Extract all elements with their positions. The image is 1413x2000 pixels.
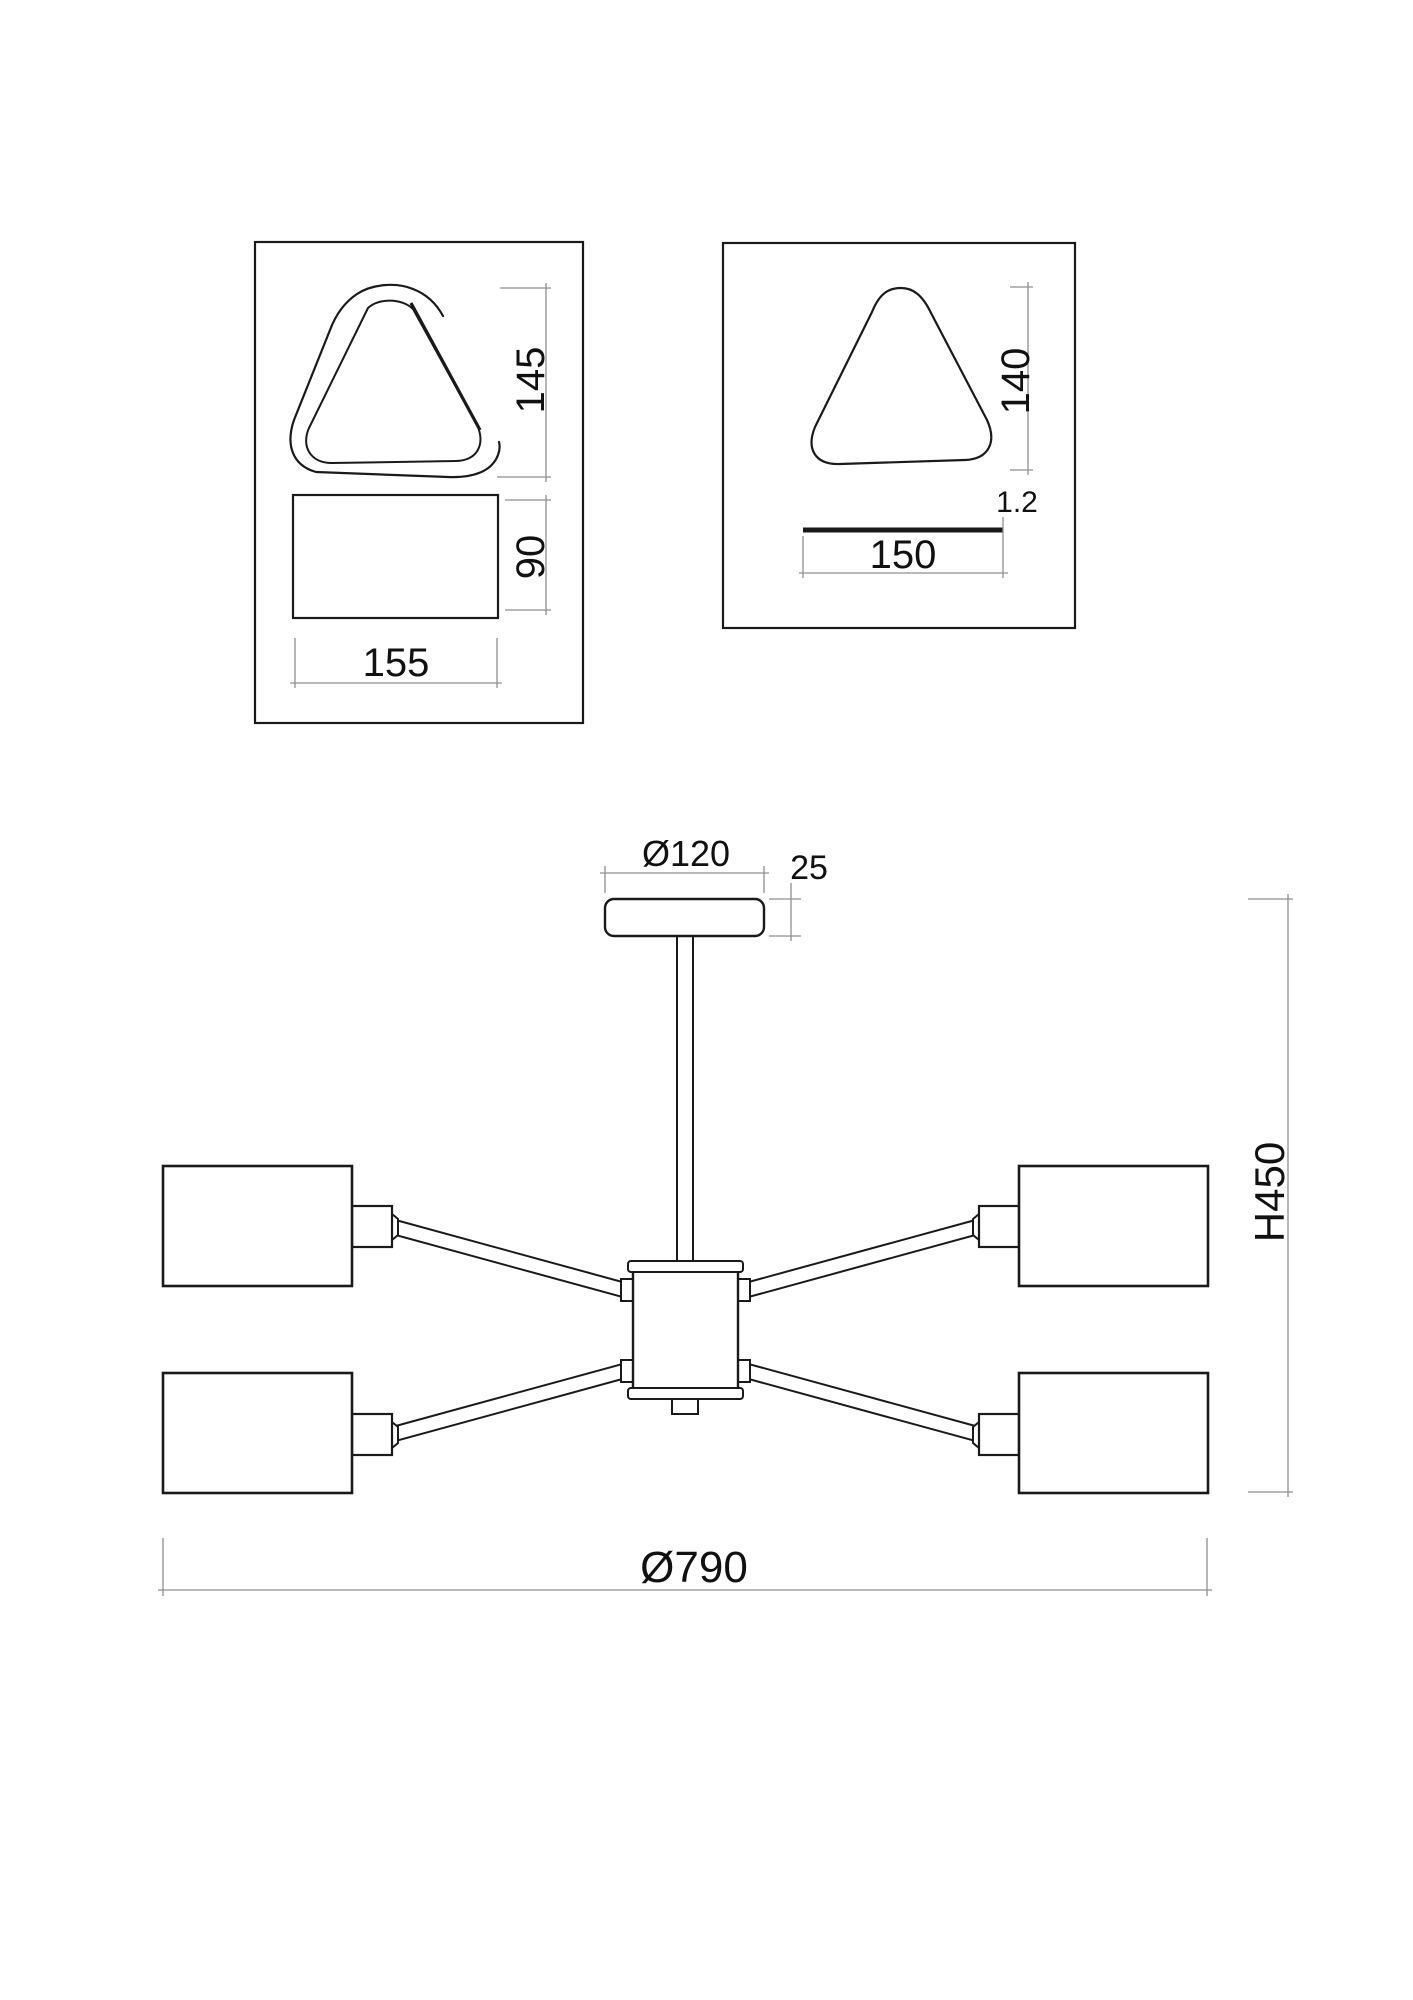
- dim-canopy-height-label: 25: [790, 849, 828, 887]
- dim-90-lines: [505, 495, 551, 615]
- shades: [161, 1164, 1210, 1495]
- shade-coil-inner-outline: [305, 299, 482, 464]
- left-detail-panel: 145 90 155: [253, 240, 585, 725]
- hub-brackets: [620, 1278, 751, 1383]
- bracket-lower-left: [620, 1359, 634, 1383]
- shade-coil-outer-outline: [289, 283, 501, 479]
- shade-lower-left: [161, 1371, 354, 1495]
- bracket-upper-right: [737, 1278, 751, 1302]
- dim-90-label: 90: [509, 535, 553, 580]
- shade-front-rectangle: [291, 493, 500, 620]
- dim-canopy-diameter-lines: [600, 866, 769, 893]
- socket-lower-left: [350, 1412, 394, 1457]
- dim-140-lines: [1010, 282, 1033, 475]
- hub-top-cap: [627, 1260, 744, 1273]
- dim-155-label: 155: [363, 641, 430, 685]
- dim-overall-diameter-label: Ø790: [640, 1543, 748, 1592]
- ceiling-canopy: [603, 897, 766, 938]
- dim-145-label: 145: [509, 347, 553, 414]
- right-detail-panel: 140 1.2 150: [721, 241, 1077, 630]
- socket-upper-right: [977, 1204, 1021, 1249]
- stem-rod: [676, 933, 694, 1263]
- shade-outline-shape: [810, 286, 993, 466]
- shade-coil-overlap-edge: [409, 302, 482, 431]
- right-panel-border: [721, 241, 1077, 630]
- sockets: [350, 1204, 1021, 1457]
- shade-lower-right: [1017, 1371, 1210, 1495]
- dim-140-label: 140: [994, 348, 1038, 415]
- shade-upper-left: [161, 1164, 354, 1288]
- chandelier-elevation: Ø120 25 H450 Ø790: [158, 833, 1293, 1596]
- dim-overall-height-lines: [1248, 894, 1293, 1497]
- dim-150-lines: [799, 536, 1008, 578]
- dim-canopy-height-lines: [769, 883, 801, 941]
- dim-canopy-diameter-label: Ø120: [642, 833, 730, 874]
- hub-bottom-cap: [627, 1387, 744, 1400]
- arms: [391, 1211, 980, 1451]
- arm-lower-left: [391, 1361, 627, 1444]
- arm-upper-right: [744, 1217, 980, 1300]
- socket-lower-right: [977, 1412, 1021, 1457]
- shade-upper-right: [1017, 1164, 1210, 1288]
- dim-145-lines: [497, 283, 551, 482]
- hub-body: [631, 1269, 740, 1391]
- dim-overall-diameter-lines: [158, 1538, 1212, 1596]
- dim-150-label: 150: [870, 533, 937, 577]
- dim-overall-height-label: H450: [1246, 1142, 1293, 1242]
- left-panel-border: [253, 240, 585, 725]
- bracket-lower-right: [737, 1359, 751, 1383]
- arm-upper-left: [391, 1217, 627, 1300]
- dim-1-2-label: 1.2: [996, 486, 1038, 519]
- dim-155-lines: [290, 638, 502, 688]
- hub-bottom-nub: [671, 1398, 699, 1415]
- bracket-upper-left: [620, 1278, 634, 1302]
- arm-lower-right: [744, 1361, 980, 1444]
- socket-upper-left: [350, 1204, 394, 1249]
